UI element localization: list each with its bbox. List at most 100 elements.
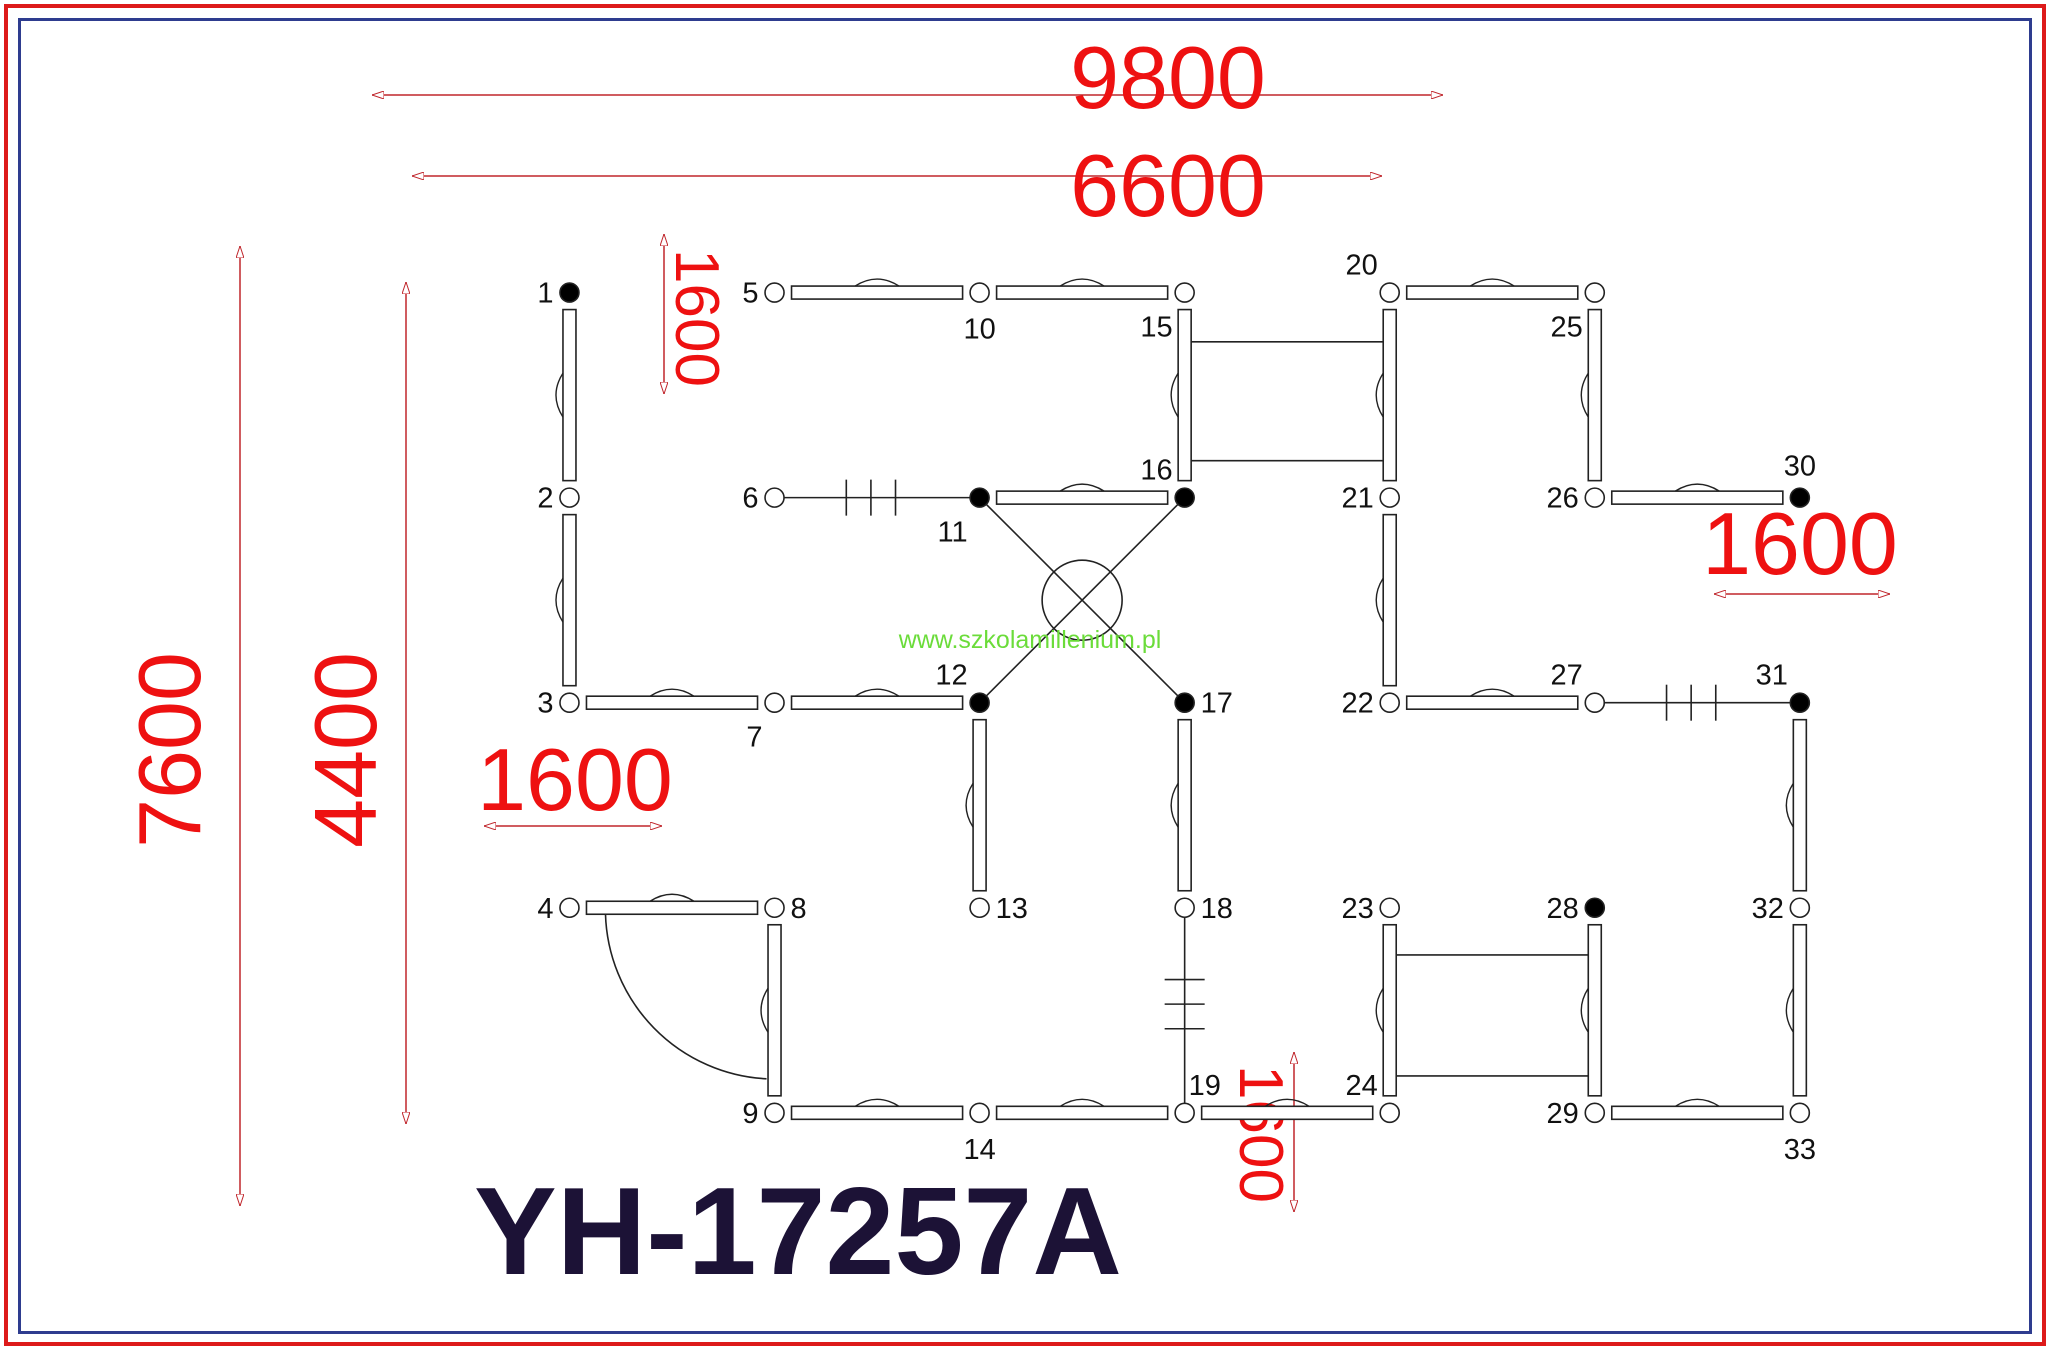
wall-panel	[1405, 695, 1579, 710]
node-label: 10	[963, 314, 995, 346]
filled-node-icon	[1174, 487, 1195, 508]
wall-panel	[1382, 308, 1398, 482]
wall-panel	[995, 285, 1169, 300]
inner-frame	[18, 18, 2032, 1334]
node-label: 13	[996, 893, 1028, 925]
node-label: 24	[1345, 1070, 1377, 1102]
wall-panel	[790, 695, 964, 710]
hinge-icon	[965, 782, 974, 828]
open-node-icon	[559, 487, 580, 508]
filled-node-icon	[1789, 487, 1811, 508]
wall-panel	[1587, 923, 1603, 1097]
dim-6600: 6600	[1070, 136, 1266, 235]
wall-panel	[1792, 718, 1808, 892]
hinge-icon	[649, 893, 695, 902]
node-label: 3	[537, 688, 553, 720]
node-label: 33	[1784, 1134, 1816, 1166]
node-label: 9	[742, 1098, 758, 1130]
node-label: 6	[742, 483, 758, 515]
outer-frame	[4, 4, 2046, 1346]
wall-panel	[1587, 308, 1603, 482]
open-node-icon	[1379, 897, 1401, 919]
open-node-icon	[1584, 487, 1606, 508]
dimension-lines: 9800 6600 7600 4400 1600 1600 1600 1600	[120, 28, 1898, 1212]
hinge-icon	[1375, 987, 1384, 1033]
open-node-icon	[764, 897, 785, 919]
node-label: 19	[1189, 1070, 1221, 1102]
hinge-icon	[1580, 987, 1589, 1033]
open-node-icon	[1789, 1102, 1811, 1124]
node-label: 15	[1140, 312, 1172, 344]
open-node-icon	[764, 1102, 785, 1124]
node-label: 14	[963, 1134, 995, 1166]
wall-panel	[790, 285, 964, 300]
node-label: 2	[537, 483, 553, 515]
center-hub-circle	[1041, 559, 1123, 641]
open-node-icon	[1379, 282, 1401, 303]
hinge-icon	[1580, 372, 1589, 418]
dim-7600: 7600	[120, 652, 219, 848]
node-label: 26	[1547, 483, 1579, 515]
dim-1600-right: 1600	[1702, 494, 1898, 593]
hinge-icon	[1785, 987, 1794, 1033]
hinge-icon	[1375, 372, 1384, 418]
node-label: 21	[1341, 483, 1373, 515]
hinge-icon	[1469, 278, 1515, 287]
wall-panel	[1405, 285, 1579, 300]
node-label: 1	[537, 278, 553, 310]
open-node-icon	[1379, 692, 1401, 713]
open-node-icon	[764, 692, 785, 713]
node-label: 18	[1201, 893, 1233, 925]
node-label: 5	[742, 278, 758, 310]
hinge-icon	[555, 372, 564, 418]
filled-node-icon	[1584, 897, 1606, 919]
node-label: 28	[1547, 893, 1579, 925]
node-label: 16	[1140, 455, 1172, 487]
node-label: 11	[937, 517, 967, 549]
wall-panel	[1610, 1105, 1784, 1121]
wall-panel	[1200, 1105, 1374, 1121]
wall-panel	[1382, 513, 1398, 687]
hinge-icon	[854, 1098, 900, 1107]
open-node-icon	[969, 282, 990, 303]
open-node-icon	[1379, 487, 1401, 508]
door-swing-arc	[604, 913, 767, 1080]
dim-1600-left: 1600	[477, 730, 673, 829]
open-node-icon	[764, 282, 785, 303]
hinge-icon	[1785, 782, 1794, 828]
open-node-icon	[1789, 897, 1811, 919]
hinge-icon	[649, 688, 695, 697]
open-node-icon	[969, 1102, 990, 1124]
model-title: YH-17257A	[474, 1163, 1122, 1301]
node-label: 17	[1201, 688, 1233, 720]
filled-node-icon	[969, 692, 990, 713]
wall-panel	[562, 308, 577, 482]
filled-node-icon	[1789, 692, 1811, 713]
node-label: 25	[1551, 312, 1583, 344]
filled-node-icon	[559, 282, 580, 303]
dim-4400: 4400	[296, 652, 395, 848]
open-node-icon	[559, 897, 580, 919]
wall-panel	[1610, 490, 1784, 505]
wall-panel	[1177, 718, 1192, 892]
open-node-icon	[1379, 1102, 1401, 1124]
node-label: 32	[1752, 893, 1784, 925]
wall-panel	[585, 900, 759, 916]
cross-brace	[979, 497, 1186, 704]
open-node-icon	[1174, 1102, 1195, 1124]
open-node-icon	[1584, 1102, 1606, 1124]
wall-panel	[972, 718, 987, 892]
node-label: 27	[1551, 660, 1583, 692]
dim-1600-bottom: 1600	[1226, 1065, 1295, 1203]
node-label: 31	[1756, 660, 1788, 692]
node-label: 4	[537, 893, 553, 925]
wall-panel	[790, 1105, 964, 1121]
hinge-icon	[1264, 1098, 1310, 1107]
node-label: 30	[1784, 451, 1816, 483]
wall-panel	[1177, 308, 1192, 482]
wall-panel	[767, 923, 782, 1097]
open-node-icon	[969, 897, 990, 919]
node-label: 7	[746, 722, 762, 754]
wall-panel	[585, 695, 759, 710]
hinge-icon	[1170, 372, 1179, 418]
